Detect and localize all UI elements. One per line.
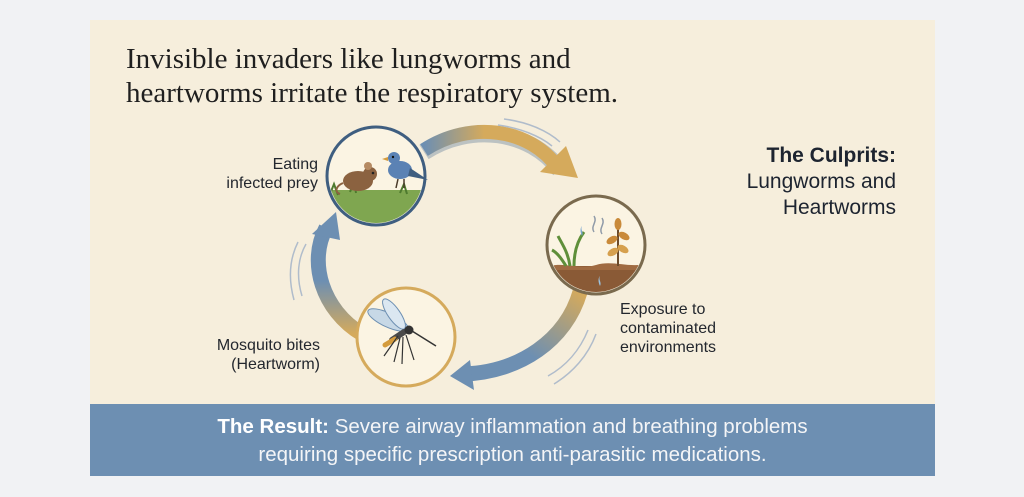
result-line-1: Severe airway inflammation and breathing… — [334, 415, 808, 438]
stage-exposure-label-line-1: Exposure to — [620, 301, 706, 318]
cycle-arrow-top — [419, 118, 578, 178]
stage-eating-label-line-2: infected prey — [226, 175, 318, 192]
culprits-callout: The Culprits: Lungworms and Heartworms — [747, 143, 896, 221]
stage-mosquito-label-line-2: (Heartworm) — [231, 356, 320, 373]
stage-eating-circle — [325, 125, 428, 227]
stage-mosquito-label-line-1: Mosquito bites — [216, 337, 320, 354]
stage-mosquito-circle — [355, 286, 457, 388]
stage-exposure-label-line-2: contaminated — [620, 320, 717, 337]
stage-exposure-circle — [545, 194, 647, 296]
headline-line-2: heartworms irritate the respiratory syst… — [126, 77, 619, 109]
stage-exposure-label: Exposure to contaminated environments — [620, 300, 760, 357]
mouse-icon — [335, 162, 377, 195]
headline: Invisible invaders like lungworms and he… — [126, 42, 766, 110]
mosquito-icon — [367, 298, 437, 365]
result-line-2: requiring specific prescription anti-par… — [258, 443, 767, 466]
stage-exposure-label-line-3: environments — [620, 339, 717, 356]
culprits-line-2: Heartworms — [782, 196, 896, 219]
cycle-arrow-bottom — [450, 289, 597, 390]
headline-line-1: Invisible invaders like lungworms and — [126, 43, 571, 75]
culprits-line-1: Lungworms and — [746, 170, 896, 193]
bird-icon — [382, 152, 428, 189]
cycle-arrow-left — [289, 212, 367, 341]
result-banner: The Result: Severe airway inflammation a… — [90, 404, 935, 476]
culprits-title: The Culprits: — [766, 144, 897, 167]
stage-eating-label: Eating infected prey — [206, 155, 318, 193]
stage-eating-label-line-1: Eating — [272, 156, 318, 173]
infographic-card — [90, 20, 935, 476]
contaminated-soil-icon — [551, 215, 630, 286]
stage-mosquito-label: Mosquito bites (Heartworm) — [190, 336, 320, 374]
result-label: The Result: — [217, 415, 330, 438]
